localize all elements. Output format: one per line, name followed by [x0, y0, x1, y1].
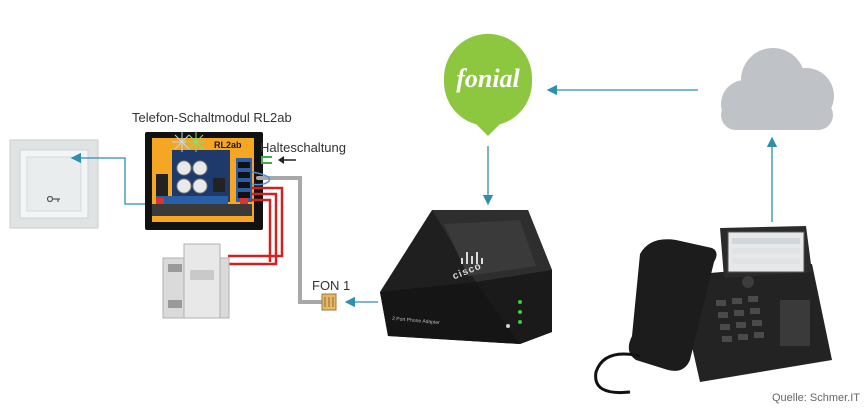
desk-phone: [594, 226, 832, 395]
cisco-adapter: [380, 210, 552, 344]
module-brand-label: RL2ab: [214, 140, 242, 150]
phone-line-gray: [256, 176, 330, 304]
fonial-logo: fonial: [456, 64, 520, 93]
key-icon: [46, 195, 60, 203]
fonial-pin: [444, 33, 533, 136]
cisco-logo-bars: [461, 252, 483, 264]
cloud-icon: [721, 48, 834, 130]
blue-loop-wire: [251, 171, 271, 186]
status-leds: [506, 300, 522, 328]
module-title: Telefon-Schaltmodul RL2ab: [132, 110, 292, 125]
wall-switch: [9, 139, 99, 229]
rj11-plug: [321, 293, 337, 311]
power-wires-red: [228, 186, 284, 266]
power-supply: [162, 243, 230, 319]
relay-module-rl2ab: [145, 132, 263, 230]
keypad: [716, 296, 764, 342]
hold-circuit-bracket: [261, 156, 272, 164]
halteschaltung-label: Halteschaltung: [260, 140, 346, 155]
source-credit: Quelle: Schmer.IT: [771, 392, 860, 404]
handset-cord: [594, 352, 641, 395]
led-sparkle-green-icon: [186, 132, 206, 152]
fon1-label: FON 1: [312, 278, 351, 293]
